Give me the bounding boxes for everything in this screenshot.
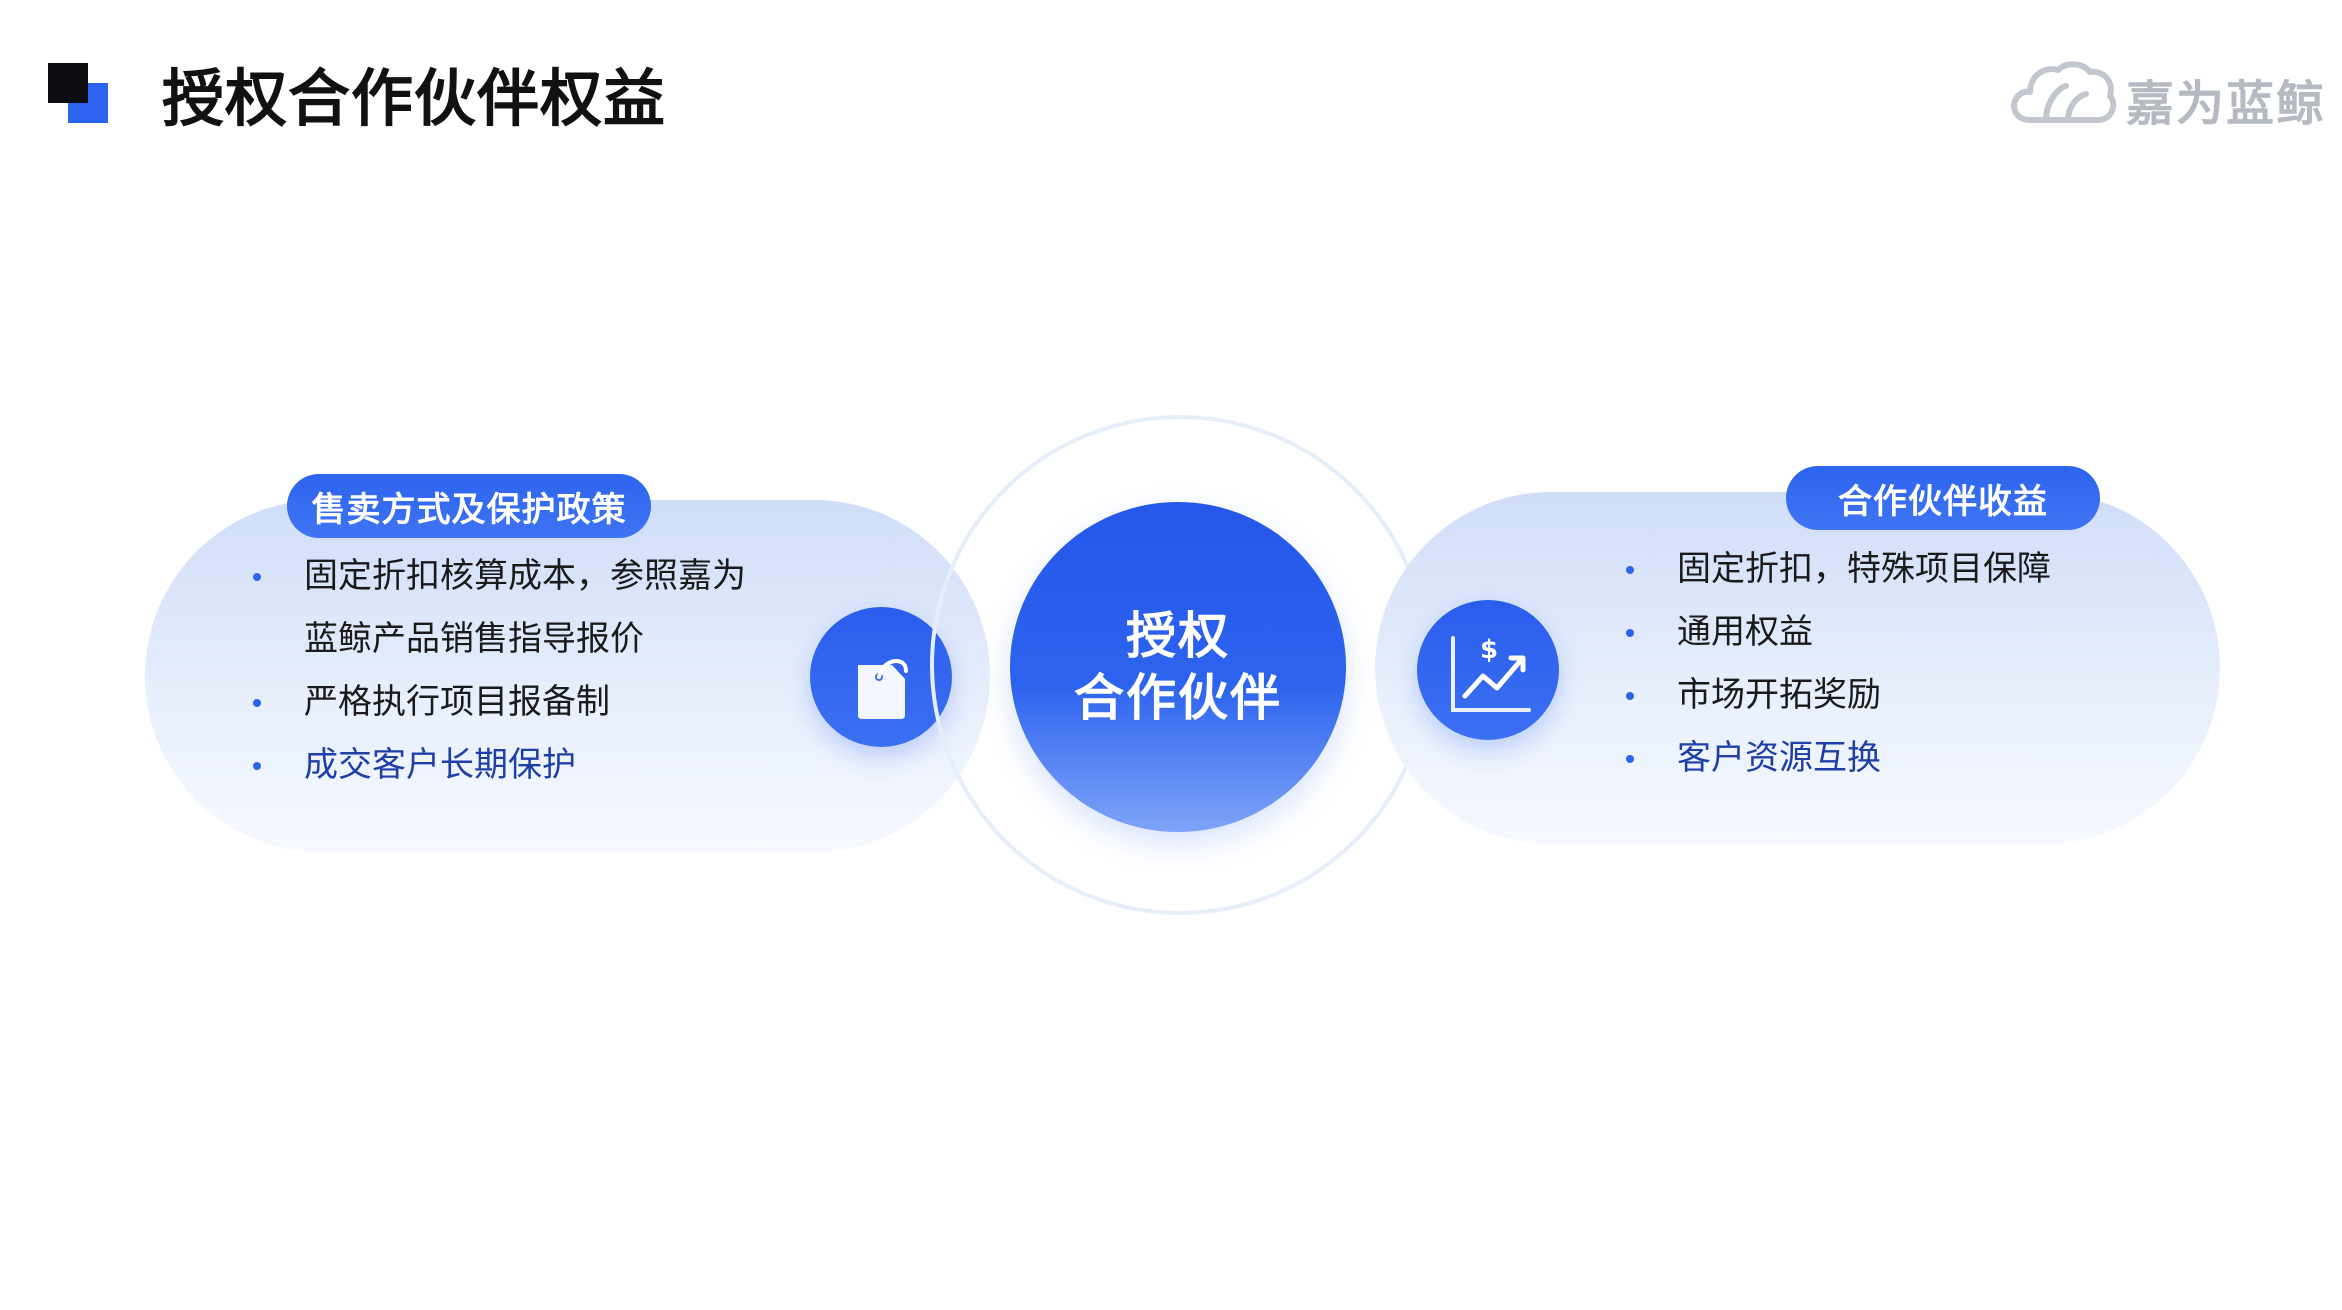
center-title-line2: 合作伙伴	[1074, 669, 1282, 727]
logo-text: 嘉为蓝鲸	[2126, 76, 2327, 132]
svg-text:$: $	[1480, 635, 1498, 665]
list-item: 成交客户长期保护	[247, 734, 746, 797]
center-title-line1: 授权	[1126, 607, 1230, 665]
list-item: 固定折扣核算成本，参照嘉为	[247, 545, 746, 608]
title-mark-icon	[48, 63, 108, 123]
list-item: 客户资源互换	[1620, 727, 2051, 790]
list-item: 蓝鲸产品销售指导报价	[304, 619, 644, 659]
company-logo: 嘉为蓝鲸	[2008, 52, 2324, 132]
partner-benefits-pill: 合作伙伴收益	[1786, 466, 2100, 530]
list-item: 严格执行项目报备制	[247, 671, 746, 734]
center-circle: 授权 合作伙伴	[1010, 502, 1346, 832]
revenue-chart-icon: $	[1417, 600, 1559, 740]
cloud-logo-icon	[2011, 61, 2117, 123]
sales-policy-list: 固定折扣核算成本，参照嘉为 蓝鲸产品销售指导报价 严格执行项目报备制 成交客户长…	[247, 545, 746, 797]
list-item: 市场开拓奖励	[1620, 664, 2051, 727]
price-tag-icon	[810, 607, 952, 747]
list-item: 固定折扣，特殊项目保障	[1620, 538, 2051, 601]
list-item: 通用权益	[1620, 601, 2051, 664]
sales-policy-pill: 售卖方式及保护政策	[287, 474, 651, 538]
page-title: 授权合作伙伴权益	[162, 62, 667, 135]
partner-benefits-list: 固定折扣，特殊项目保障 通用权益 市场开拓奖励 客户资源互换	[1620, 538, 2051, 790]
